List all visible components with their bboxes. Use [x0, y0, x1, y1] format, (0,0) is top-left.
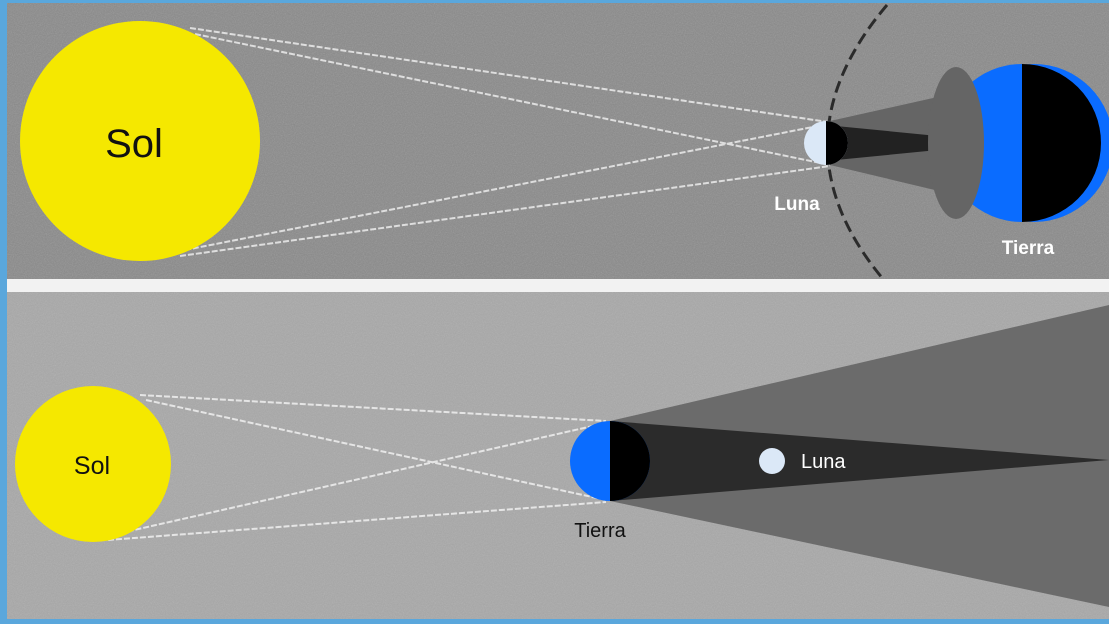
sun-rays: [107, 394, 607, 541]
lunar-eclipse-panel: Sol Tierra Luna: [7, 292, 1109, 619]
solar-eclipse-panel: Sol Luna Tierra: [7, 3, 1109, 279]
eclipse-shadow-on-earth: [928, 67, 984, 219]
ray-bottom-cross: [184, 123, 829, 251]
moon: [759, 448, 785, 474]
sun: [15, 386, 171, 542]
earth-night-side: [610, 421, 650, 501]
umbra-cone: [610, 421, 1109, 501]
umbra-cone: [836, 126, 948, 160]
ray-top-top: [139, 394, 607, 422]
earth: [928, 64, 1109, 222]
moon-label: Luna: [801, 451, 846, 473]
panel-divider: [7, 279, 1109, 292]
sun-label: Sol: [105, 122, 163, 166]
ray-top-top: [189, 27, 829, 123]
ray-bottom-cross: [111, 422, 607, 536]
ray-top-cross: [194, 33, 831, 166]
ray-bottom-bottom: [179, 165, 831, 257]
sun-rays: [179, 27, 831, 257]
ray-bottom-bottom: [107, 501, 607, 541]
earth-label: Tierra: [1002, 238, 1055, 259]
moon: [804, 121, 848, 165]
earth-night-side: [1022, 64, 1101, 222]
sun: [20, 21, 260, 261]
earth: [570, 421, 650, 501]
earth-label: Tierra: [574, 520, 626, 542]
moon-label: Luna: [774, 194, 820, 215]
ray-top-cross: [145, 399, 607, 501]
sun-label: Sol: [74, 452, 110, 480]
moon-night-side: [826, 121, 848, 165]
